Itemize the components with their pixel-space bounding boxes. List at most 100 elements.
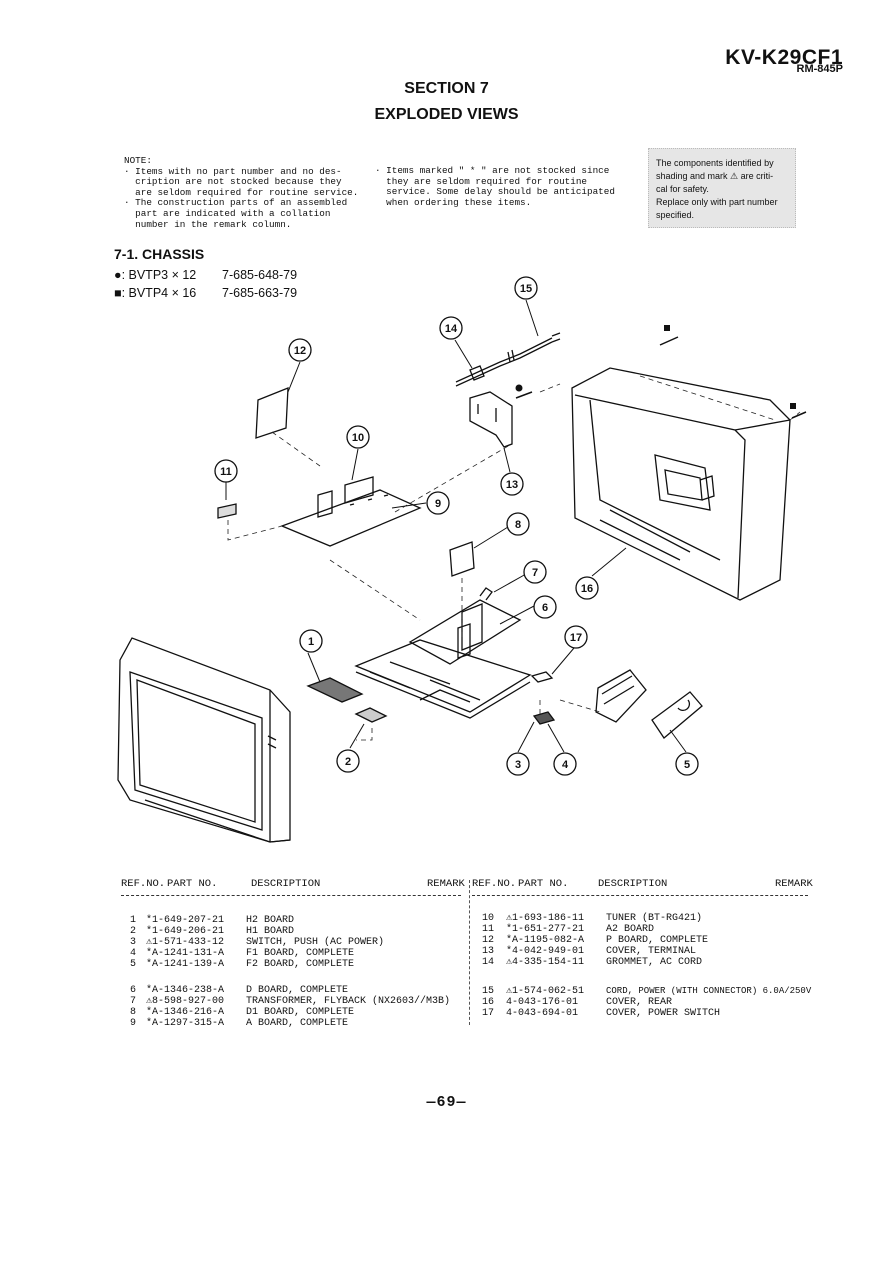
- safety-line: shading and mark ⚠ are criti-: [656, 171, 774, 181]
- callout-8: 8: [506, 512, 530, 536]
- note-line: are seldom required for routine service.: [124, 186, 359, 198]
- note-line: part are indicated with a collation: [124, 207, 331, 219]
- note-column-2: · Items marked " * " are not stocked sin…: [375, 165, 635, 208]
- callout-10: 10: [346, 425, 370, 449]
- screw-markers: [515, 325, 807, 419]
- note-line: number in the remark column.: [124, 218, 292, 230]
- note-line: service. Some delay should be anticipate…: [375, 186, 615, 198]
- circle-icon: ●: [114, 268, 122, 282]
- col-header-desc-2: DESCRIPTION: [598, 878, 668, 890]
- callout-16: 16: [575, 576, 599, 600]
- f2-board-drawing: [595, 669, 703, 739]
- svg-text:17: 17: [570, 632, 582, 644]
- screw-square-icon: [790, 403, 796, 409]
- page-number: —69—: [426, 1094, 467, 1111]
- safety-line: specified.: [656, 210, 695, 220]
- note-line: · The construction parts of an assembled: [124, 197, 348, 209]
- a-board-drawing: [280, 476, 422, 547]
- note-line: they are seldom required for routine: [375, 175, 588, 187]
- section-title: EXPLODED VIEWS: [374, 106, 519, 123]
- svg-text:12: 12: [294, 345, 306, 357]
- callout-17: 17: [564, 625, 588, 649]
- callout-13: 13: [500, 472, 524, 496]
- model-number: KV-K29CF1: [725, 46, 843, 69]
- svg-text:11: 11: [220, 466, 232, 478]
- screw-circle-icon: [515, 384, 523, 392]
- svg-text:9: 9: [435, 498, 441, 510]
- callout-9: 9: [426, 491, 450, 515]
- crt-front-bezel: [117, 637, 291, 843]
- callout-11: 11: [214, 459, 238, 483]
- note-column-1: NOTE: · Items with no part number and no…: [124, 155, 364, 230]
- screw-legend-1: ●: BVTP3 × 12 7-685-648-79: [114, 268, 414, 284]
- callout-14: 14: [439, 316, 463, 340]
- screw-name: : BVTP3 × 12: [121, 268, 197, 282]
- svg-text:2: 2: [345, 756, 351, 768]
- d-board-drawing: [408, 587, 522, 665]
- h1-board-drawing: [354, 707, 388, 723]
- terminal-cover-drawing: [469, 391, 513, 448]
- header-divider: [472, 895, 808, 896]
- safety-notice: The components identified by shading and…: [648, 148, 796, 228]
- svg-text:7: 7: [532, 567, 538, 579]
- note-line: · Items marked " * " are not stocked sin…: [375, 165, 610, 176]
- svg-text:8: 8: [515, 519, 521, 531]
- svg-text:4: 4: [562, 759, 569, 771]
- a2-board-drawing: [217, 503, 237, 519]
- svg-text:5: 5: [684, 759, 690, 771]
- callout-7: 7: [523, 560, 547, 584]
- callout-3: 3: [506, 752, 530, 776]
- d1-board-drawing: [449, 541, 475, 577]
- svg-text:6: 6: [542, 602, 548, 614]
- callout-6: 6: [533, 595, 557, 619]
- svg-text:3: 3: [515, 759, 521, 771]
- exploded-view-diagram: [117, 299, 807, 843]
- square-icon: ■: [114, 286, 122, 300]
- screw-legend-2: ■: BVTP4 × 16 7-685-663-79: [114, 286, 414, 302]
- svg-text:16: 16: [581, 583, 593, 595]
- safety-line: Replace only with part number: [656, 197, 778, 207]
- svg-text:15: 15: [520, 283, 532, 295]
- col-header-part-2: PART NO.: [518, 878, 569, 890]
- svg-text:14: 14: [445, 323, 458, 335]
- chassis-frame-drawing: [354, 639, 532, 719]
- note-line: · Items with no part number and no des-: [124, 165, 342, 177]
- switch-cover-drawing: [530, 671, 554, 683]
- remote-model: RM-845P: [796, 63, 843, 75]
- col-header-ref: REF.NO.: [121, 878, 166, 890]
- svg-text:1: 1: [308, 636, 314, 648]
- safety-line: cal for safety.: [656, 184, 709, 194]
- rear-cover: [571, 367, 791, 601]
- col-header-part: PART NO.: [167, 878, 218, 890]
- col-header-remark-2: REMARK: [775, 878, 813, 890]
- screw-code: 7-685-663-79: [222, 286, 298, 300]
- safety-line: The components identified by: [656, 158, 774, 168]
- callout-4: 4: [553, 752, 577, 776]
- section-number: SECTION 7: [404, 80, 489, 97]
- note-line: cription are not stocked because they: [124, 176, 342, 188]
- power-cord-drawing: [455, 332, 561, 387]
- callout-1: 1: [299, 629, 323, 653]
- note-label: NOTE:: [124, 155, 152, 166]
- note-line: when ordering these items.: [375, 196, 532, 208]
- col-header-desc: DESCRIPTION: [251, 878, 321, 890]
- col-header-ref-2: REF.NO.: [472, 878, 517, 890]
- column-separator: [469, 880, 471, 1025]
- callout-5: 5: [675, 752, 699, 776]
